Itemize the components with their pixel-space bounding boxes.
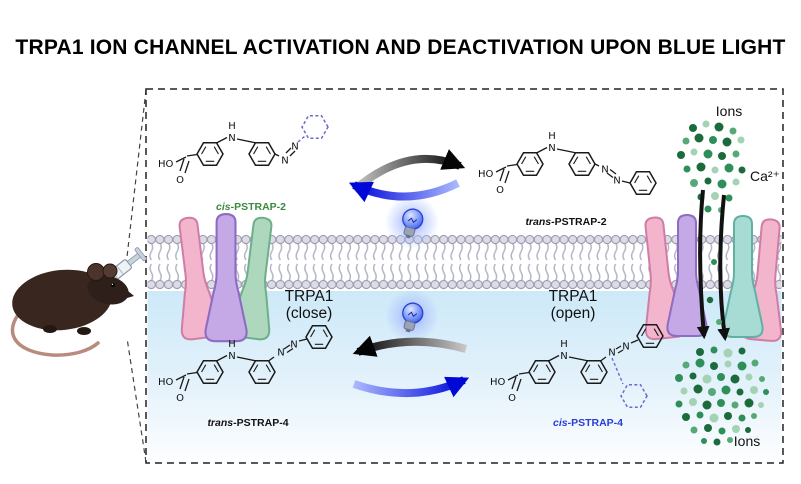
channel-state: (open) xyxy=(550,305,596,322)
ions-in-transit xyxy=(706,259,722,325)
atom-nitrogen: N xyxy=(290,340,297,351)
label-trans-pstrap-2: trans-PSTRAP-2 xyxy=(525,216,607,228)
mouse-snout xyxy=(120,286,134,300)
mouse-illustration xyxy=(10,247,147,357)
molecule-cis-pstrap-4: N N xyxy=(490,323,664,409)
channel-name: TRPA1 xyxy=(548,288,598,305)
label-trpa1-open: TRPA1 (open) xyxy=(549,288,598,322)
mouse-foot xyxy=(77,327,91,335)
label-trpa1-closed: TRPA1 (close) xyxy=(285,288,334,322)
label-cis-pstrap-2: cis-PSTRAP-2 xyxy=(215,201,287,213)
bulb-tip xyxy=(405,234,411,239)
mouse-body xyxy=(12,269,112,331)
mouse-ear xyxy=(102,263,118,279)
channel-name: TRPA1 xyxy=(284,288,334,305)
trpa1-channel-closed xyxy=(167,213,284,343)
arrow-to-cis-bottom xyxy=(352,376,470,398)
blue-light-bulb-top xyxy=(385,195,439,249)
isomerization-arrows-top xyxy=(348,149,466,203)
label-calcium: Ca²⁺ xyxy=(750,168,780,184)
label-ions-bottom: Ions xyxy=(733,433,761,449)
ion-cluster-top xyxy=(677,120,746,213)
molecule-cis-pstrap-2: N N xyxy=(158,114,329,186)
molecule-trans-pstrap-4: N N xyxy=(158,324,333,404)
zoom-dashed-lines xyxy=(126,89,147,463)
ion-flow-arrows xyxy=(696,189,731,342)
bulb-tip xyxy=(405,328,411,333)
mouse-head xyxy=(87,275,129,305)
atom-nitrogen: N xyxy=(613,176,620,187)
mouse-tail xyxy=(10,308,100,357)
arrow-to-trans-top xyxy=(351,149,466,194)
label-ions-top: Ions xyxy=(715,103,743,119)
atom-nitrogen: N xyxy=(281,156,288,167)
figure-title: TRPA1 ION CHANNEL ACTIVATION AND DEACTIV… xyxy=(15,36,786,59)
atom-nitrogen: N xyxy=(622,342,629,353)
label-trans-pstrap-4: trans-PSTRAP-4 xyxy=(207,417,289,429)
atom-nitrogen: N xyxy=(608,348,615,359)
mouse-ear xyxy=(87,263,105,281)
molecule-trans-pstrap-2: N N xyxy=(478,131,657,196)
mouse-foot xyxy=(43,325,57,333)
bulb-filament xyxy=(407,217,418,224)
atom-nitrogen: N xyxy=(601,165,608,176)
atom-nitrogen: N xyxy=(291,142,298,153)
isomerization-arrows-bottom xyxy=(352,335,470,398)
bulb-filament xyxy=(407,311,418,318)
arrow-to-trans-bottom xyxy=(352,335,468,357)
atom-nitrogen: N xyxy=(277,348,284,359)
label-cis-pstrap-4: cis-PSTRAP-4 xyxy=(552,417,624,429)
blue-light-bulb-bottom xyxy=(385,289,439,343)
arrow-to-cis-top xyxy=(348,179,460,203)
channel-state: (close) xyxy=(285,305,333,322)
ion-cluster-bottom xyxy=(675,346,769,446)
ion-flux-arrow xyxy=(696,189,710,340)
ion-flux-arrow xyxy=(717,194,731,342)
mouse-eye xyxy=(111,283,115,287)
